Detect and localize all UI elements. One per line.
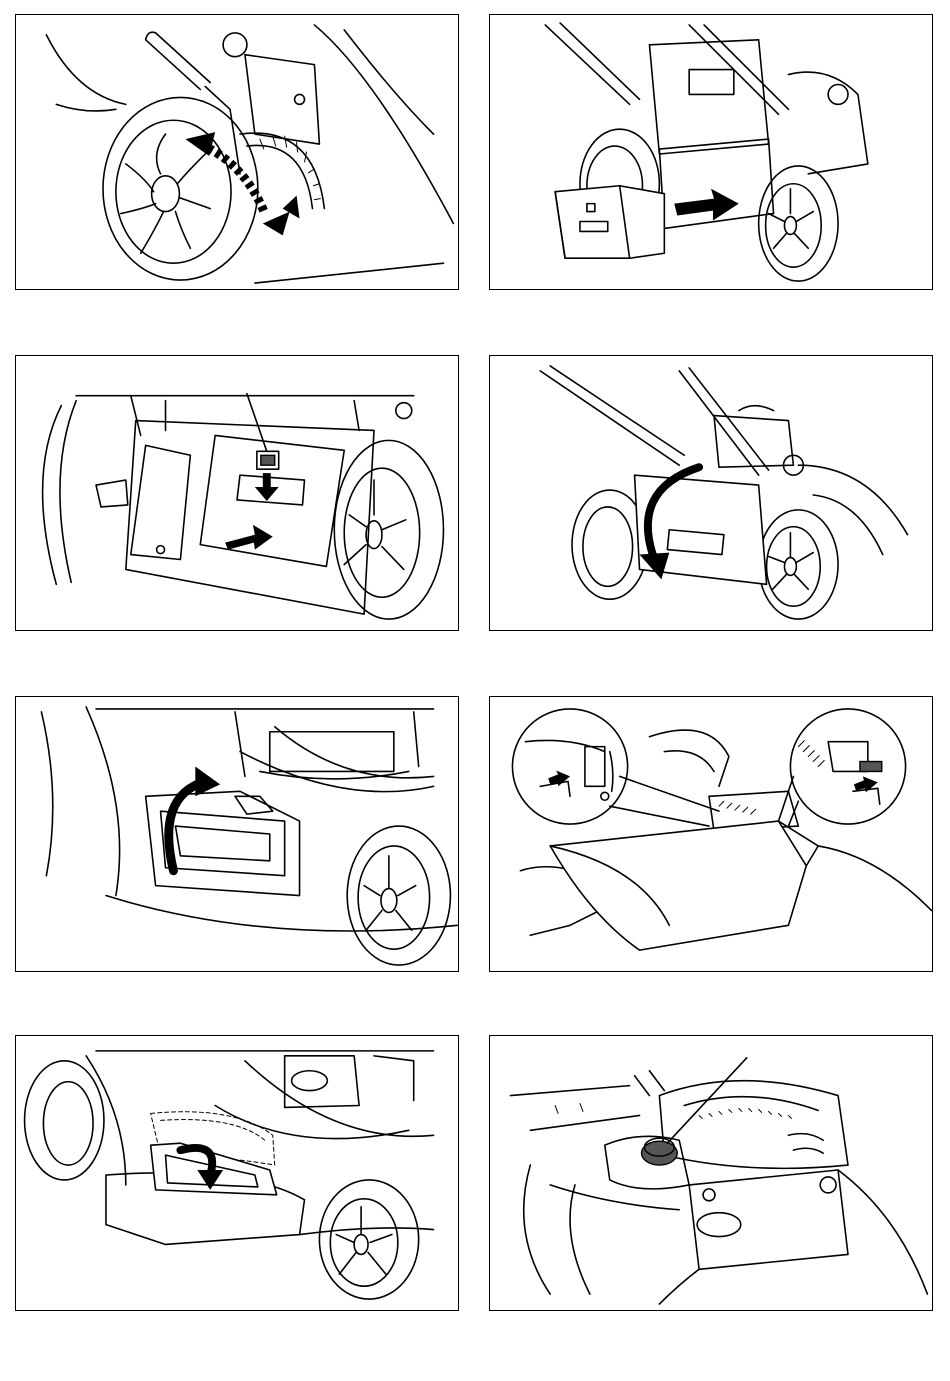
figure-panel-2 [489,14,933,290]
figure-panel-4 [489,355,933,631]
grass-box-insert-illustration [490,15,932,289]
deflector-attach-illustration [490,697,932,971]
figure-panel-8 [489,1035,933,1311]
figure-panel-7 [15,1035,459,1311]
grass-box-latch-illustration [16,356,458,630]
figure-panel-6 [489,696,933,972]
flap-close-illustration [16,1036,458,1310]
figure-panel-1 [15,14,459,290]
side-flap-open-illustration [16,697,458,971]
grass-box-fold-illustration [490,356,932,630]
fuel-cap-illustration [490,1036,932,1310]
height-adjust-lever-illustration [16,15,458,289]
figure-panel-3 [15,355,459,631]
figure-panel-5 [15,696,459,972]
